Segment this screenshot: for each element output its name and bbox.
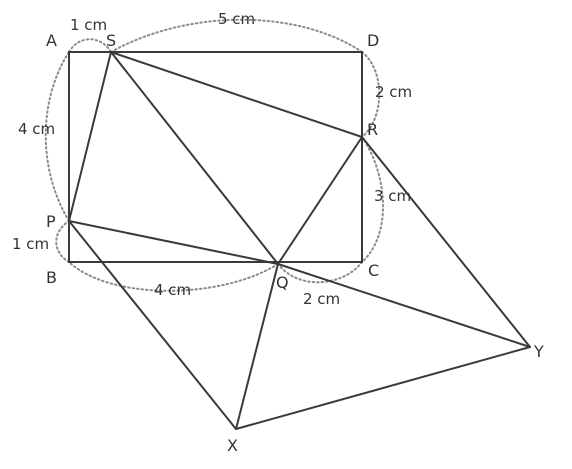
arc-PA <box>44 51 70 222</box>
segment-RY <box>361 136 531 348</box>
segment-QY <box>277 263 531 348</box>
segment-PS <box>68 51 112 222</box>
segment-SR <box>110 51 363 138</box>
label-D: D <box>367 31 379 50</box>
dim-CQ: 2 cm <box>303 290 340 308</box>
dim-BP: 1 cm <box>12 235 49 253</box>
label-P: P <box>46 212 56 231</box>
segment-PX <box>68 220 237 430</box>
label-B: B <box>46 268 57 287</box>
dim-DR: 2 cm <box>375 83 412 101</box>
arc-AS <box>68 38 112 53</box>
label-Q: Q <box>276 273 289 292</box>
label-X: X <box>227 436 238 455</box>
dim-PA: 4 cm <box>18 120 55 138</box>
label-Y: Y <box>533 342 544 361</box>
arc-BP <box>55 220 70 263</box>
segment-QX <box>235 263 279 430</box>
arc-SD <box>110 18 363 53</box>
dim-QB: 4 cm <box>154 281 191 299</box>
dim-RC: 3 cm <box>374 187 411 205</box>
arc-RC <box>361 136 384 263</box>
rectangle-ABCD <box>68 51 363 263</box>
segment-SQ <box>110 51 279 265</box>
arc-QB <box>68 261 279 292</box>
segment-XY <box>235 346 531 430</box>
arc-DR <box>361 51 381 138</box>
dim-AS: 1 cm <box>70 16 107 34</box>
label-S: S <box>106 31 116 50</box>
label-C: C <box>368 261 379 280</box>
segment-PQ <box>68 220 279 265</box>
label-A: A <box>46 31 57 50</box>
segment-QR <box>277 136 363 265</box>
arc-CQ <box>277 261 363 284</box>
label-R: R <box>367 120 378 139</box>
dim-SD: 5 cm <box>218 10 255 28</box>
